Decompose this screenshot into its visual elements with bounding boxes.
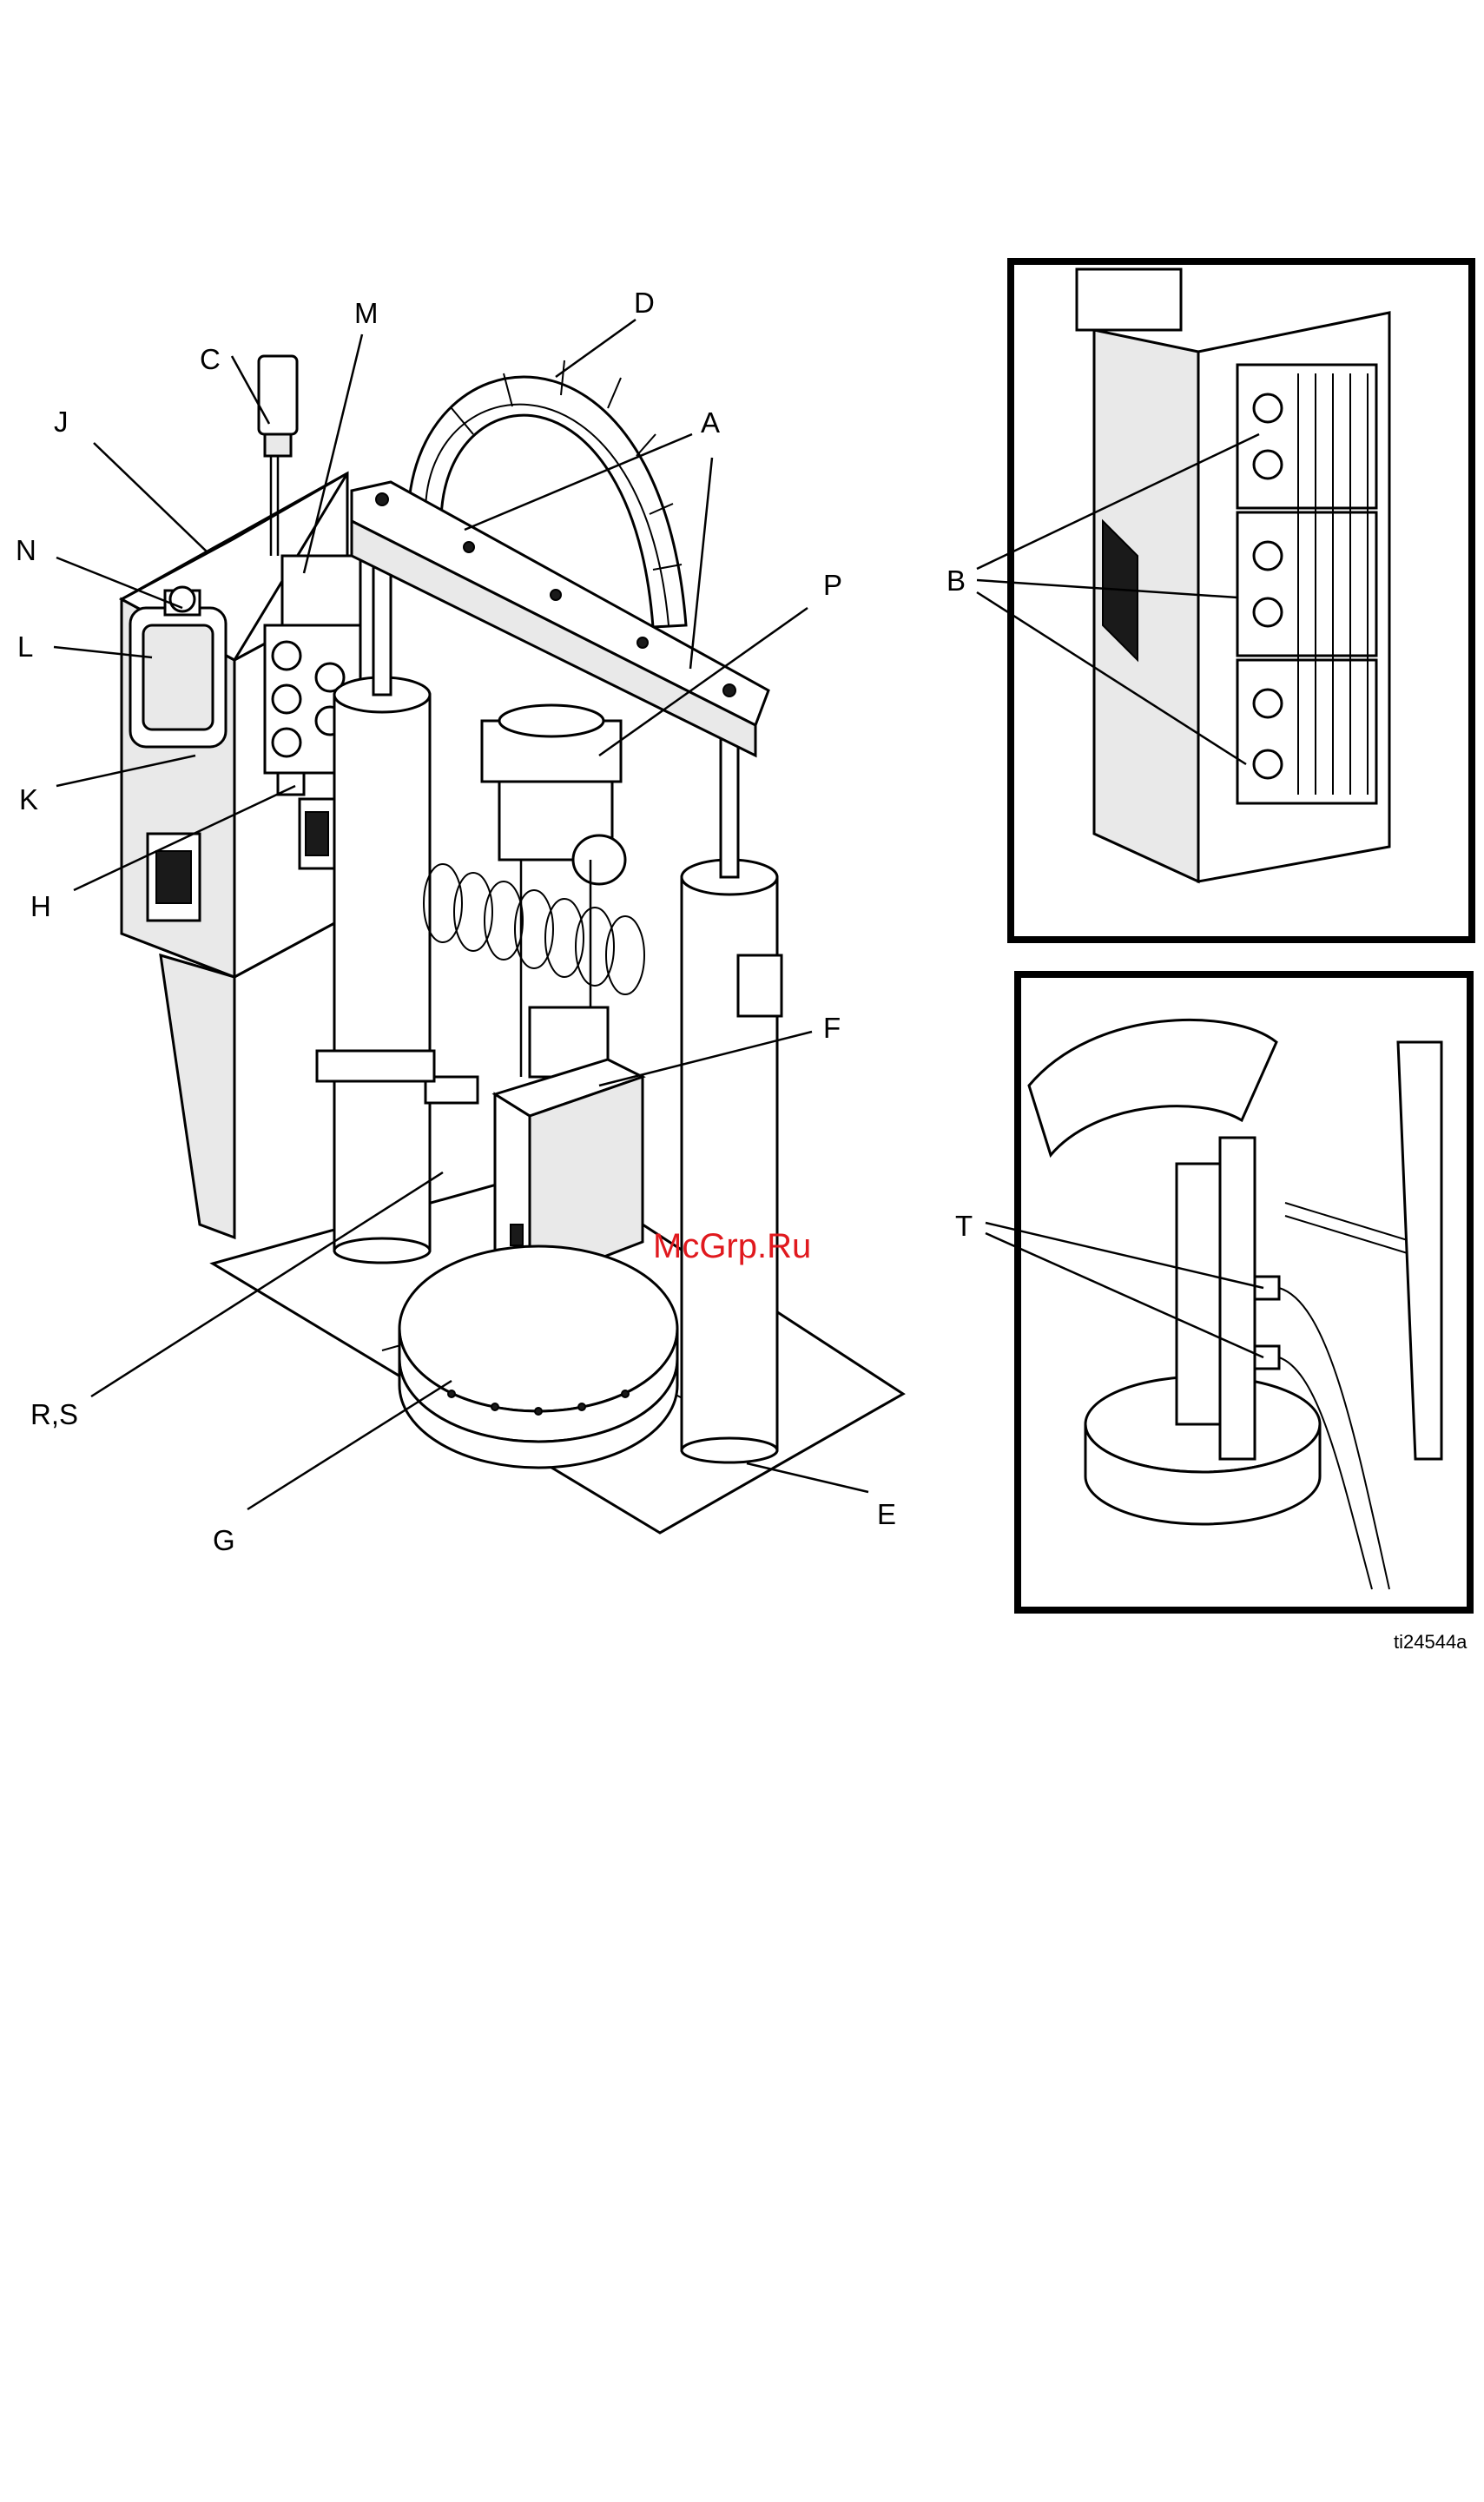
callout-rs: R,S: [30, 1398, 78, 1430]
callout-k: K: [19, 783, 38, 815]
callout-a: A: [701, 406, 720, 439]
callout-d: D: [634, 287, 655, 319]
lower-pump-box: [495, 1007, 643, 1285]
clamp-bracket: [317, 1051, 434, 1081]
watermark: McGrp.Ru: [653, 1227, 811, 1265]
callout-f: F: [823, 1012, 841, 1044]
callout-n: N: [16, 534, 36, 566]
inset-sensor-detail: [1018, 974, 1470, 1610]
main-assembly: [122, 356, 903, 1533]
callout-l: L: [17, 630, 33, 663]
platen: [399, 1246, 677, 1468]
callout-g: G: [213, 1524, 235, 1556]
right-post: [682, 686, 782, 1462]
callout-c: C: [200, 343, 221, 375]
callout-e: E: [877, 1498, 896, 1530]
callout-j: J: [54, 406, 69, 438]
callout-b: B: [946, 564, 966, 597]
coiled-hose: [424, 864, 644, 994]
callout-t: T: [955, 1210, 973, 1242]
inset-heater-panel: [1011, 261, 1472, 940]
figure-id: ti24544a: [1394, 1631, 1468, 1653]
callout-h: H: [30, 890, 51, 922]
callout-p: P: [823, 569, 842, 601]
callout-m: M: [354, 297, 379, 329]
display-module: [130, 587, 226, 747]
